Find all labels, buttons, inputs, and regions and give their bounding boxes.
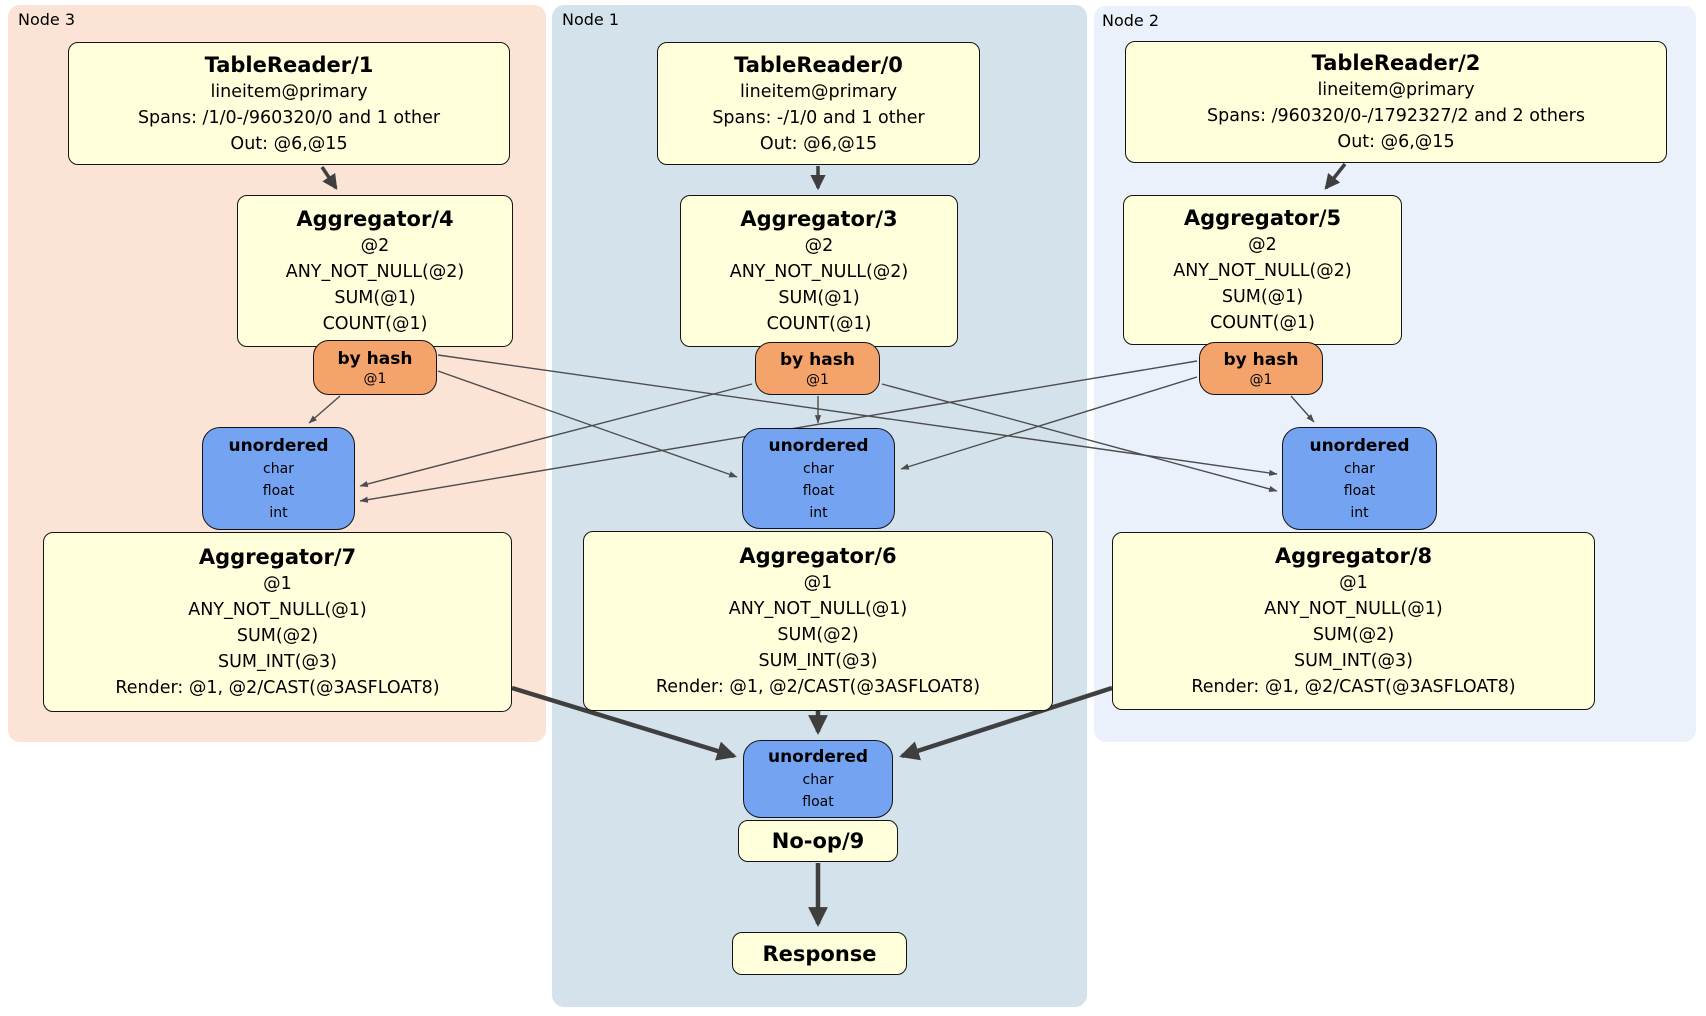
noop-9-box: No-op/9 [738, 820, 898, 862]
aggregator-7-box: Aggregator/7 @1 ANY_NOT_NULL(@1) SUM(@2)… [43, 532, 512, 712]
aggregator-5-title: Aggregator/5 [1183, 206, 1342, 230]
aggregator-7-title: Aggregator/7 [198, 545, 357, 569]
tablereader-2-title: TableReader/2 [1311, 51, 1481, 75]
node1-label: Node 1 [562, 10, 620, 29]
unordered-sync-final: unordered char float [743, 740, 893, 818]
aggregator-6-box: Aggregator/6 @1 ANY_NOT_NULL(@1) SUM(@2)… [583, 531, 1053, 711]
tablereader-2-box: TableReader/2 lineitem@primary Spans: /9… [1125, 41, 1667, 163]
aggregator-3-title: Aggregator/3 [740, 207, 898, 231]
node3-label: Node 3 [18, 10, 76, 29]
unordered-sync-node2: unordered char float int [1282, 427, 1437, 530]
response-box: Response [732, 932, 907, 975]
tablereader-0-title: TableReader/0 [734, 52, 903, 77]
hash-router-node2: by hash @1 [1199, 342, 1323, 395]
tablereader-1-box: TableReader/1 lineitem@primary Spans: /1… [68, 42, 510, 165]
aggregator-6-title: Aggregator/6 [739, 544, 897, 568]
aggregator-5-box: Aggregator/5 @2 ANY_NOT_NULL(@2) SUM(@1)… [1123, 195, 1402, 345]
aggregator-8-box: Aggregator/8 @1 ANY_NOT_NULL(@1) SUM(@2)… [1112, 532, 1595, 710]
aggregator-8-title: Aggregator/8 [1274, 544, 1433, 568]
node2-label: Node 2 [1102, 11, 1160, 30]
aggregator-3-box: Aggregator/3 @2 ANY_NOT_NULL(@2) SUM(@1)… [680, 195, 958, 347]
unordered-sync-node1: unordered char float int [742, 428, 895, 529]
aggregator-4-title: Aggregator/4 [296, 207, 454, 231]
hash-router-node3: by hash @1 [313, 340, 437, 395]
hash-router-node1: by hash @1 [755, 342, 880, 395]
aggregator-4-box: Aggregator/4 @2 ANY_NOT_NULL(@2) SUM(@1)… [237, 195, 513, 347]
tablereader-0-box: TableReader/0 lineitem@primary Spans: -/… [657, 42, 980, 165]
tablereader-1-title: TableReader/1 [204, 52, 374, 77]
unordered-sync-node3: unordered char float int [202, 427, 355, 530]
